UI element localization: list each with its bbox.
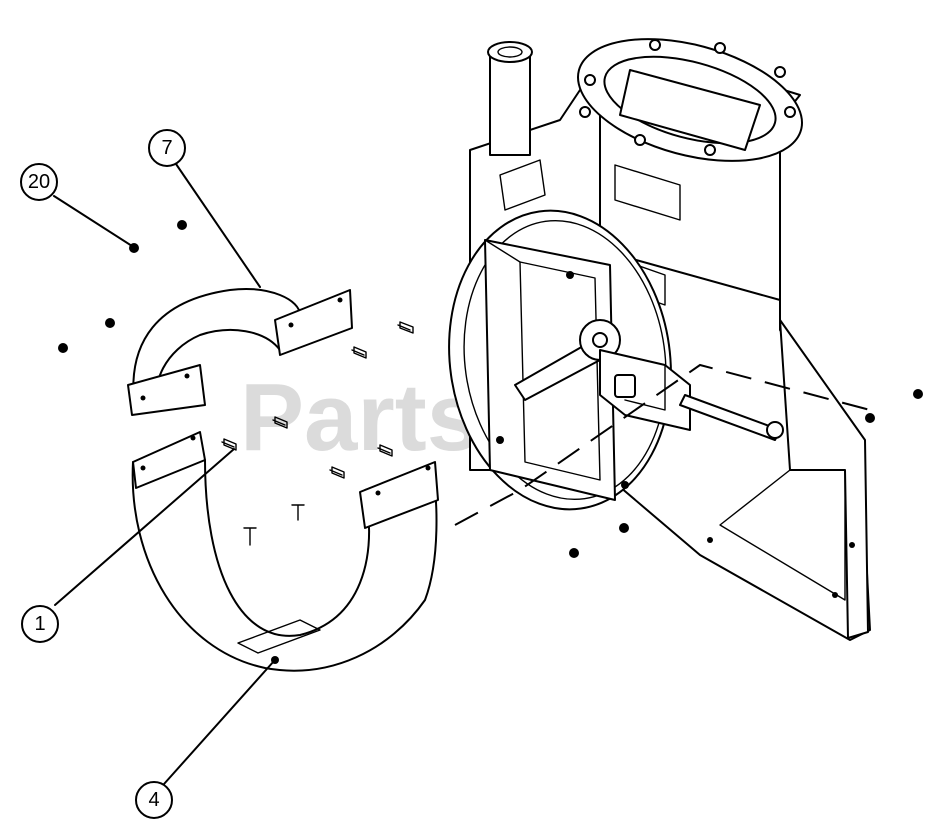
callout-7[interactable]: 7 — [148, 129, 186, 167]
callout-bubble — [20, 163, 58, 201]
callout-label: 1 — [34, 613, 45, 635]
callout-bubble — [135, 781, 173, 819]
callout-bubble — [148, 129, 186, 167]
callout-20[interactable]: 20 — [20, 163, 58, 201]
callout-label: 7 — [161, 137, 172, 159]
callout-label: 4 — [148, 789, 159, 811]
blower-housing — [448, 38, 871, 641]
lower-shield — [131, 431, 439, 672]
bolts — [221, 321, 414, 546]
callout-label: 20 — [28, 171, 50, 193]
nuts — [58, 220, 923, 558]
leader-lines — [53, 163, 275, 785]
callout-4[interactable]: 4 — [135, 781, 173, 819]
callout-1[interactable]: 1 — [21, 605, 59, 643]
upper-shield — [127, 288, 353, 416]
assembly-line — [454, 363, 871, 526]
callout-bubble — [21, 605, 59, 643]
